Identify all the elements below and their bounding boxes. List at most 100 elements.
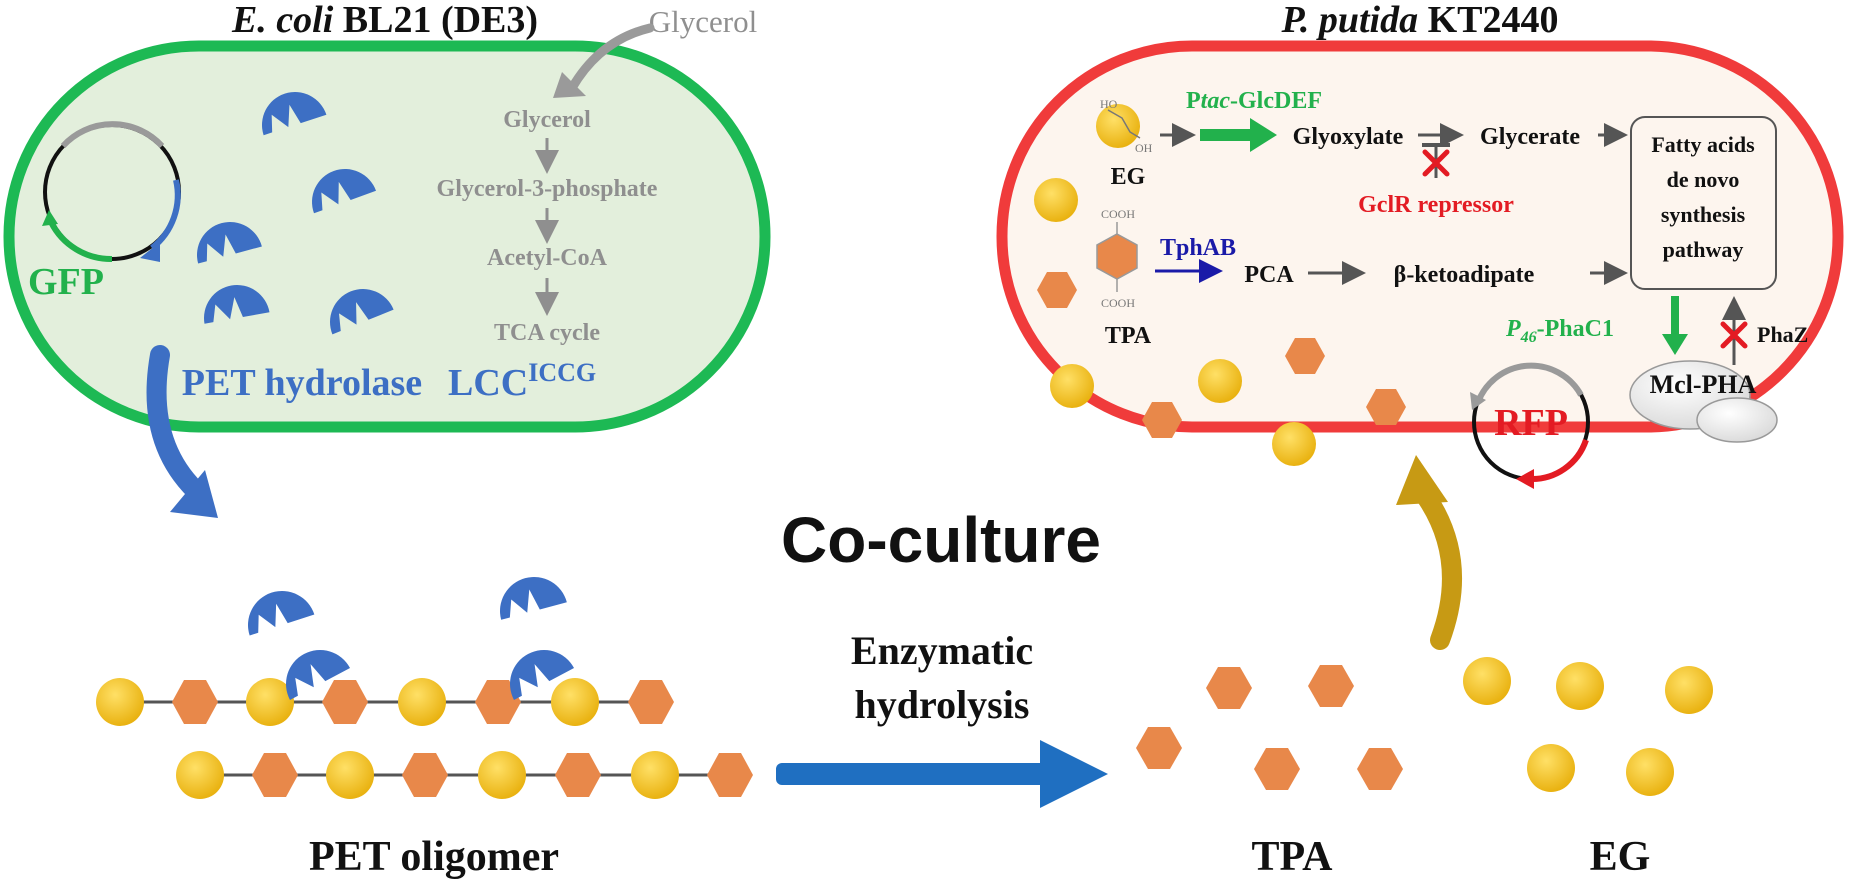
phaz-label: PhaZ	[1757, 322, 1808, 347]
ecoli-cell-membrane	[3, 40, 771, 433]
eg-unit-icon	[398, 678, 446, 726]
pet-oligomer	[96, 577, 753, 799]
ecoli-title-species: E. coli	[231, 0, 334, 41]
oligomer-enzymes	[248, 577, 575, 700]
enzyme-icon	[197, 222, 262, 264]
eg-bottom-label: EG	[1590, 834, 1651, 880]
fa-line-3: synthesis	[1661, 202, 1746, 227]
secretion-arrow	[146, 345, 205, 500]
pputida-eg-particles	[1034, 178, 1316, 466]
eg-particle-icon	[1050, 364, 1094, 408]
eg-free-icon	[1527, 744, 1575, 792]
free-eg	[1463, 657, 1713, 796]
enzyme-icon	[510, 650, 575, 700]
rfp-plasmid-red-arrowhead	[1516, 469, 1534, 489]
fa-line-4: pathway	[1663, 237, 1744, 262]
eg-particle-icon	[1272, 422, 1316, 466]
tpa-particle-icon	[1285, 338, 1325, 374]
pputida-title: P. putida KT2440	[1281, 0, 1559, 41]
tpa-free-icon	[1254, 748, 1300, 790]
eg-label-cell: EG	[1111, 164, 1146, 190]
enzyme-icon	[286, 650, 351, 700]
fa-line-1: Fatty acids	[1651, 132, 1755, 157]
tpa-cooh-top: COOH	[1101, 207, 1135, 221]
ptac-glcdef-label: Ptac-GlcDEF	[1186, 88, 1322, 114]
pputida-cell	[996, 40, 1844, 433]
eg-oh: OH	[1135, 141, 1153, 155]
gfp-plasmid-blue-arrowhead	[140, 242, 160, 262]
eg-unit-icon	[551, 678, 599, 726]
free-tpa	[1136, 665, 1403, 790]
pha-granule-small	[1696, 397, 1778, 443]
gfp-plasmid-blue-segment	[150, 179, 181, 251]
coculture-label: Co-culture	[781, 504, 1101, 576]
oligomer-row-2	[176, 751, 753, 799]
eg-free-icon	[1463, 657, 1511, 705]
eg-ho: HO	[1100, 97, 1118, 111]
eg-unit-icon	[96, 678, 144, 726]
eg-free-icon	[1626, 748, 1674, 796]
ecoli-cell	[3, 40, 771, 433]
tpa-free-icon	[1357, 748, 1403, 790]
tpa-particle-icon	[1366, 389, 1406, 425]
ptac-arrow-head	[1250, 118, 1277, 152]
pca-label: PCA	[1244, 262, 1294, 288]
enzymatic-line-1: Enzymatic	[851, 628, 1033, 673]
lcc-label: LCCICCG	[448, 358, 596, 404]
glycerate-label: Glycerate	[1480, 124, 1580, 150]
eg-particle-icon	[1034, 178, 1078, 222]
ecoli-title-strain: BL21 (DE3)	[333, 0, 538, 41]
ptac-arrow-shaft	[1200, 129, 1252, 141]
tpa-unit-icon	[628, 680, 674, 724]
rfp-label: RFP	[1494, 402, 1568, 444]
phac1-arrow-head	[1662, 334, 1688, 355]
gfp-plasmid-gray-segment	[60, 121, 165, 149]
eg-unit-icon	[246, 678, 294, 726]
ptac-suffix: -GlcDEF	[1230, 88, 1322, 114]
rfp-plasmid-red-segment	[1529, 438, 1589, 483]
pet-hydrolase-label: PET hydrolase	[182, 362, 422, 404]
eg-unit-icon	[631, 751, 679, 799]
glycerol-pathway: Glycerol Glycerol-3-phosphate Acetyl-CoA…	[437, 107, 658, 346]
gclr-label: GclR repressor	[1358, 192, 1514, 218]
enzyme-icon	[248, 591, 315, 636]
enzyme-icon	[330, 289, 394, 335]
eg-free-icon	[1665, 666, 1713, 714]
oligomer-row-1	[96, 678, 674, 726]
pet-oligomer-label: PET oligomer	[309, 834, 559, 880]
tpa-free-icon	[1308, 665, 1354, 707]
tpa-unit-icon	[172, 680, 218, 724]
gclr-cross-icon	[1422, 149, 1450, 177]
tpa-unit-icon	[475, 680, 521, 724]
gfp-label: GFP	[28, 261, 104, 303]
tpa-bottom-label: TPA	[1252, 834, 1334, 880]
eg-unit-icon	[326, 751, 374, 799]
tpa-particle-icon	[1037, 272, 1077, 308]
eg-particle-icon	[1198, 359, 1242, 403]
hydrolysis-arrow-head	[1040, 740, 1108, 808]
pputida-tpa-particles	[1037, 272, 1406, 438]
fatty-acid-box	[1630, 116, 1777, 290]
glycerol-input-arrowhead	[553, 72, 586, 98]
tpa-unit-icon	[555, 753, 601, 797]
tphab-label: TphAB	[1160, 235, 1236, 261]
pathway-acetylcoa: Acetyl-CoA	[487, 245, 608, 271]
ecoli-title: E. coli BL21 (DE3)	[231, 0, 538, 41]
secretion-arrowhead	[170, 470, 218, 518]
ptac-italic: tac	[1201, 88, 1231, 114]
phaz-cross-icon	[1720, 321, 1748, 349]
gfp-plasmid	[42, 121, 181, 263]
p46-phac1-label: P46-PhaC1	[1505, 316, 1614, 346]
tpa-cooh-bottom: COOH	[1101, 296, 1135, 310]
tpa-unit-icon	[707, 753, 753, 797]
tpa-unit-icon	[402, 753, 448, 797]
enzyme-icon	[312, 169, 377, 214]
tpa-label-cell: TPA	[1105, 323, 1152, 349]
uptake-arrowhead	[1396, 455, 1448, 505]
fatty-acid-text: Fatty acids de novo synthesis pathway	[1651, 132, 1755, 262]
glycerol-input-label: Glycerol	[649, 4, 757, 39]
uptake-arrow	[1415, 485, 1462, 650]
eg-unit-icon	[176, 751, 224, 799]
gfp-plasmid-green-segment	[48, 220, 113, 263]
